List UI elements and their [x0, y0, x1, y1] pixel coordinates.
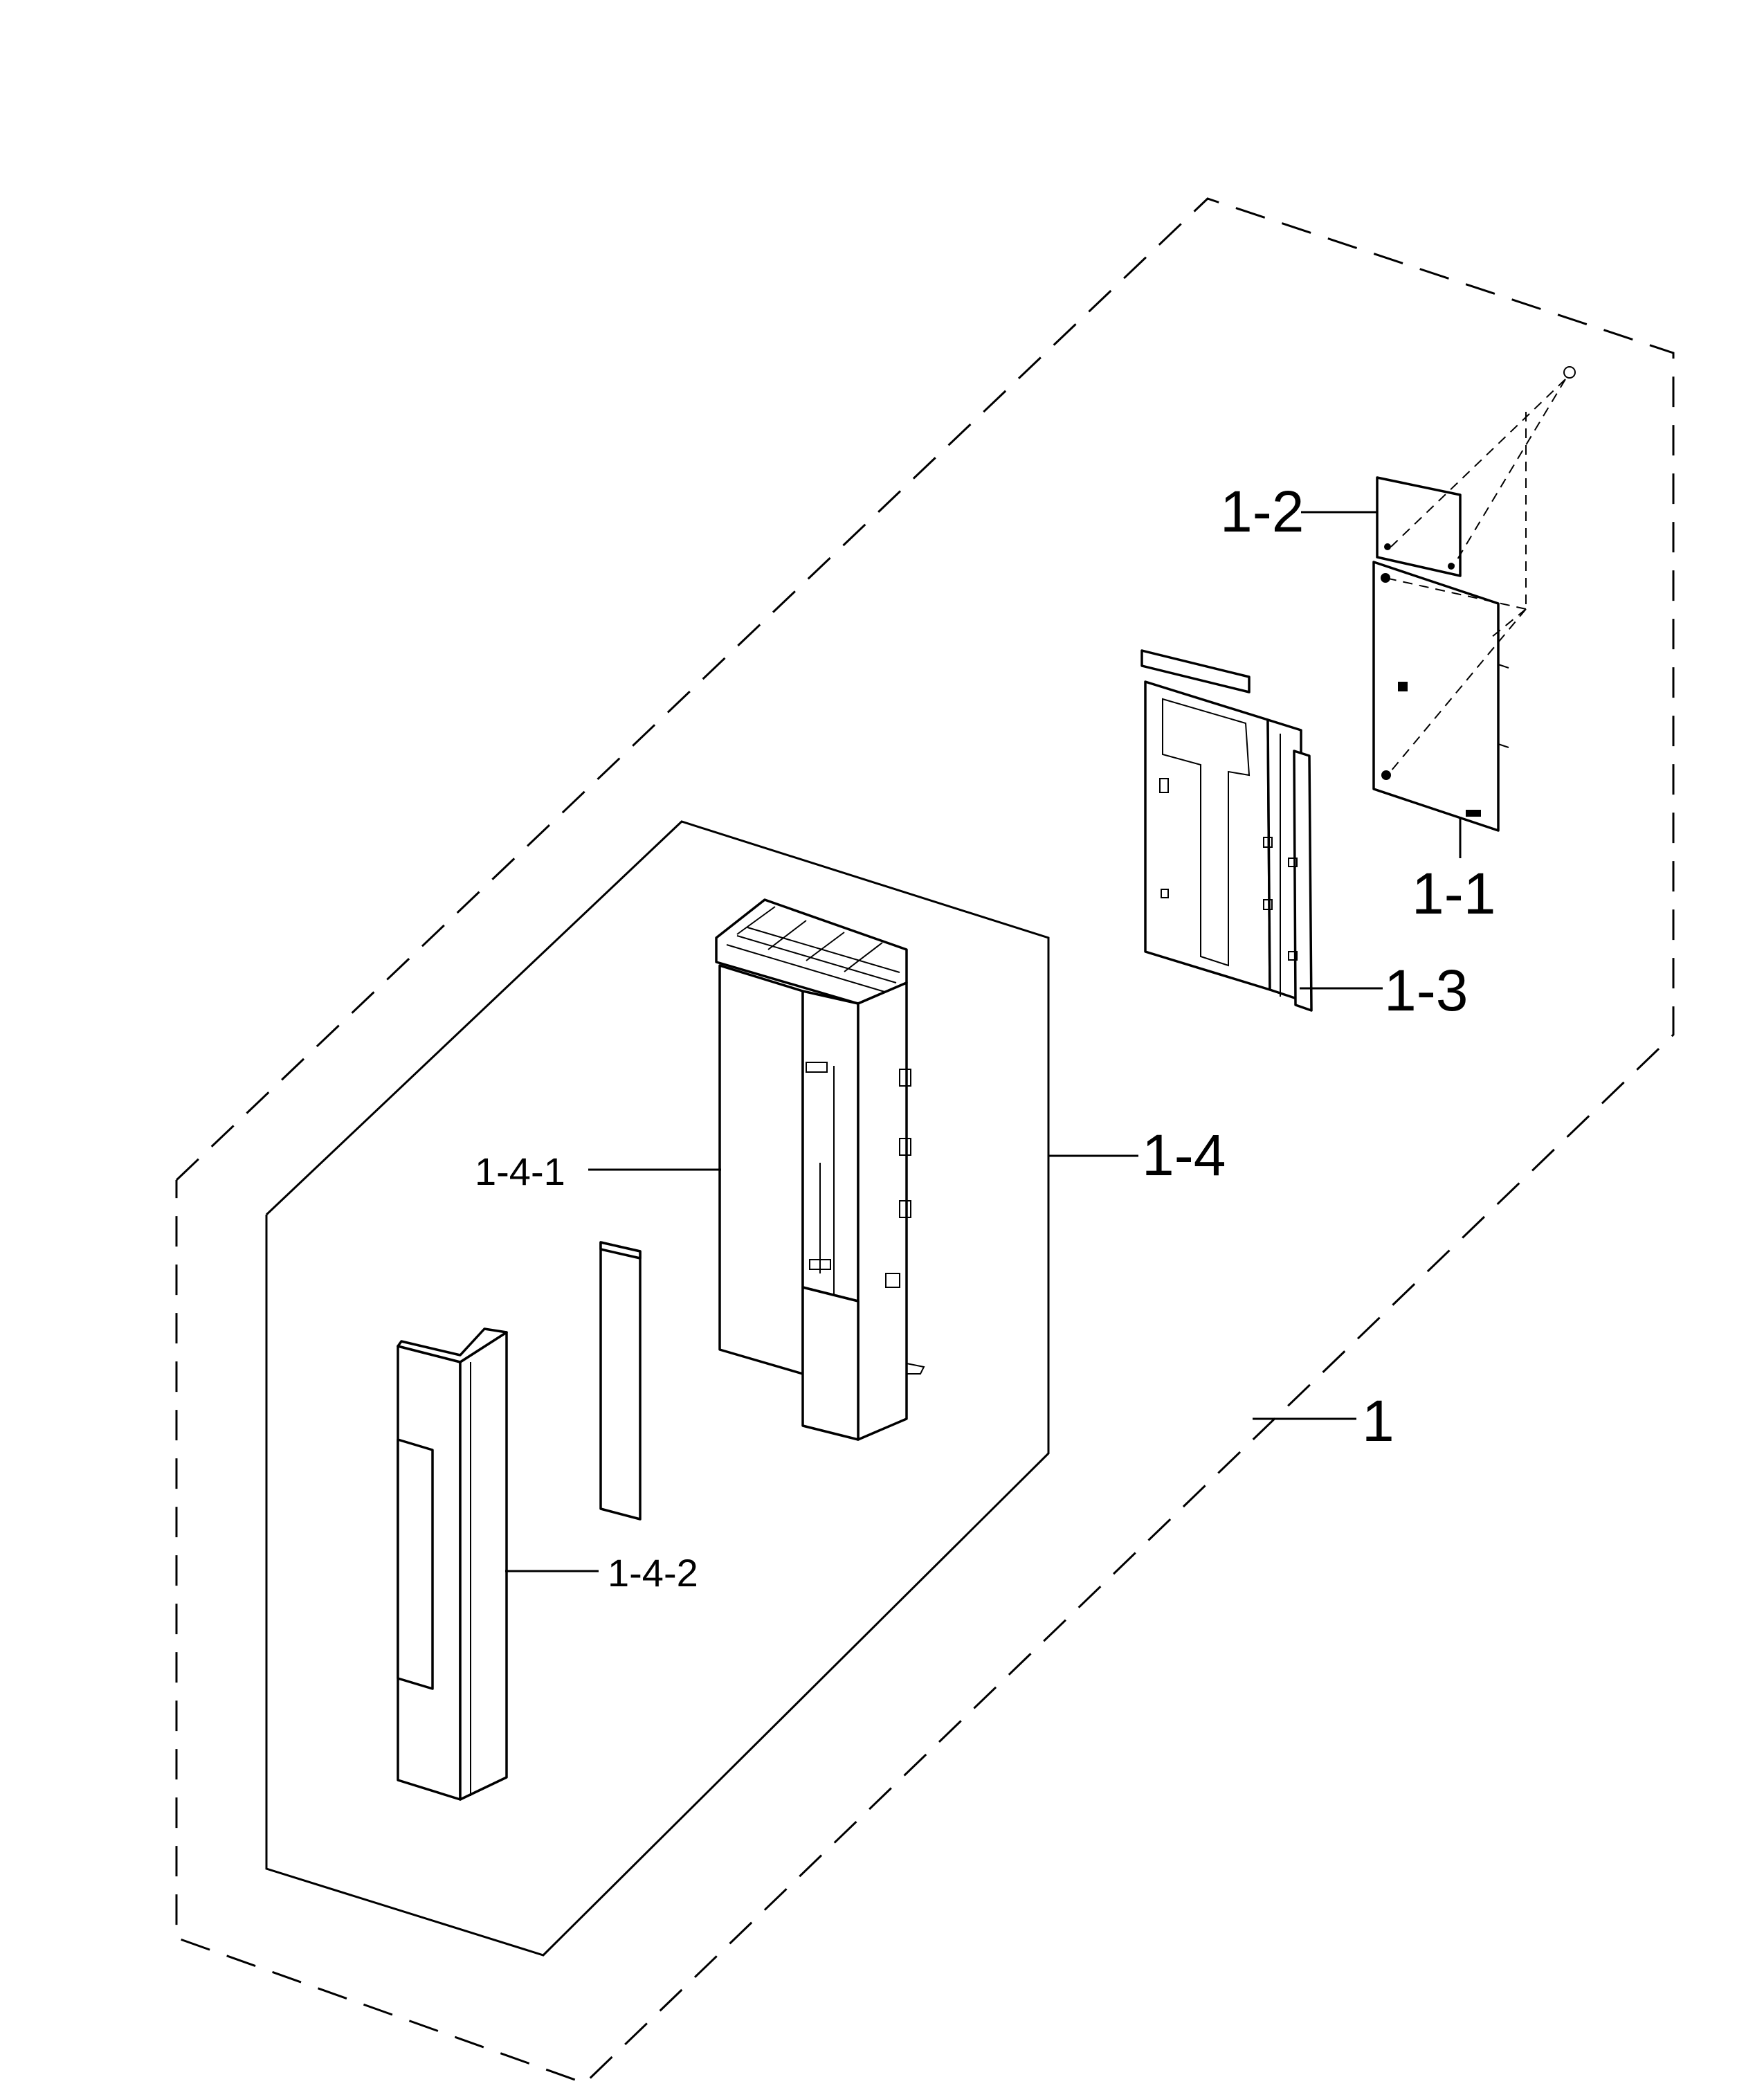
part-1-4-2-cover	[397, 1327, 508, 1801]
label-1-3: 1-3	[1384, 958, 1468, 1023]
gasket-strip	[599, 1241, 642, 1521]
screw-guides	[1385, 366, 1576, 776]
label-1-4-2: 1-4-2	[608, 1551, 698, 1595]
assembly-1-boundary	[175, 197, 1675, 2085]
part-1-4-1-housing	[715, 898, 925, 1441]
part-1-3-case	[1140, 649, 1313, 1012]
label-1-2: 1-2	[1220, 479, 1304, 544]
subassembly-1-4-boundary	[265, 820, 1050, 1957]
label-1-4-1: 1-4-1	[475, 1150, 565, 1193]
label-1: 1	[1362, 1388, 1394, 1453]
label-1-4: 1-4	[1142, 1123, 1226, 1188]
part-1-1-board	[1372, 561, 1509, 832]
part-1-2-plate	[1376, 476, 1462, 577]
label-1-1: 1-1	[1412, 861, 1495, 926]
